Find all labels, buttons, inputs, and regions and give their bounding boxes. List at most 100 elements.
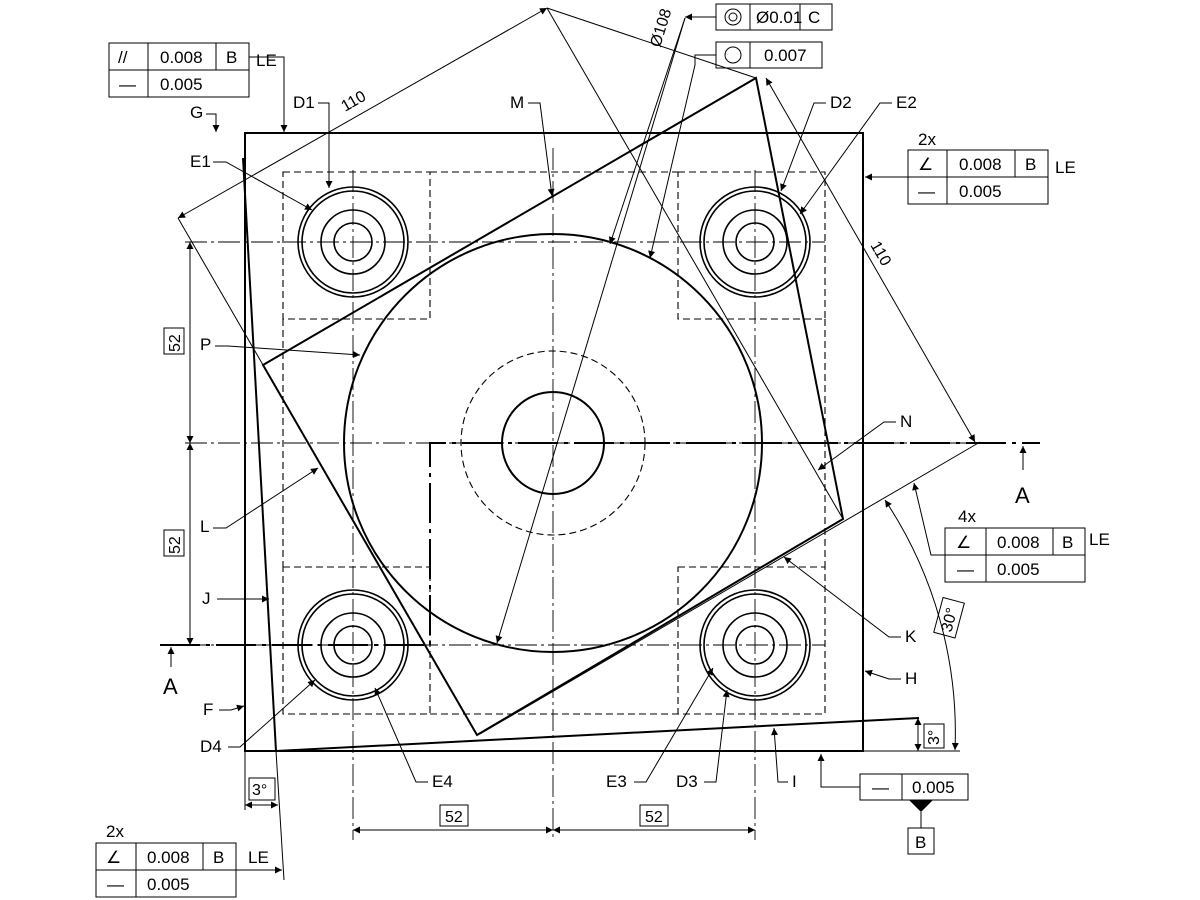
- fcf-bottom-left-tol1: 0.008: [147, 848, 190, 867]
- fcf-upper-left-mod: LE: [256, 51, 277, 70]
- leader-e2: [799, 102, 892, 215]
- section-label-left: A: [163, 674, 178, 699]
- dim-diameter-108: Ø108: [648, 7, 676, 49]
- fcf-bottom-flatness-tol: 0.005: [912, 778, 955, 797]
- fcf-upper-right-tol2: 0.005: [959, 182, 1002, 201]
- fcf-bottom-left-tol2: 0.005: [147, 875, 190, 894]
- angle-3-right: 3°: [926, 730, 943, 745]
- fcf-upper-left-sym1: //: [118, 48, 128, 67]
- leader-bottom-flatness: [817, 754, 860, 788]
- dim-line-110-left: [177, 7, 548, 219]
- rotated-square-top-ext: [546, 7, 757, 79]
- label-e1: E1: [190, 152, 211, 171]
- leader-d4: [228, 679, 316, 748]
- leader-e4: [374, 687, 428, 783]
- dim-horiz-right: 52: [645, 809, 663, 826]
- fcf-bottom-flatness-sym: —: [872, 778, 889, 797]
- leader-h: [864, 669, 901, 680]
- label-k: K: [905, 627, 917, 646]
- leader-d1: [318, 102, 333, 188]
- fcf-bottom-left-mod: LE: [248, 848, 269, 867]
- tilted-edge-left-ext: [275, 750, 285, 881]
- fcf-upper-right-count: 2x: [918, 130, 936, 149]
- pocket-bottom-right: [677, 566, 826, 715]
- pocket-top-left: [282, 171, 431, 320]
- leader-d2: [780, 102, 826, 192]
- angle-arc-30: [884, 499, 959, 751]
- fcf-mid-right-tol2: 0.005: [997, 560, 1040, 579]
- leader-e3: [634, 667, 714, 783]
- leader-n: [817, 421, 896, 471]
- angle-box-3-bottom: [248, 777, 276, 801]
- fcf-mid-right: 4x ∠ 0.008 B — 0.005 LE: [944, 507, 1110, 583]
- datum-b: B: [907, 800, 935, 855]
- hole-bottom-right: [699, 589, 811, 701]
- angle-30: 30°: [939, 606, 962, 634]
- fcf-upper-left-tol2: 0.005: [160, 75, 203, 94]
- section-line: [160, 442, 1040, 646]
- fcf-upper-left-sym2: —: [119, 75, 136, 94]
- leader-circularity: [648, 54, 716, 259]
- label-n: N: [900, 412, 912, 431]
- leader-mid-right: [912, 482, 945, 556]
- label-e4: E4: [432, 772, 453, 791]
- leader-i: [771, 727, 788, 783]
- fcf-mid-right-mod: LE: [1089, 530, 1110, 549]
- label-d2: D2: [830, 93, 852, 112]
- label-l: L: [200, 517, 209, 536]
- fcf-bottom-flatness: — 0.005: [859, 773, 969, 801]
- leader-e1: [213, 161, 313, 211]
- fcf-upper-right-mod: LE: [1055, 158, 1076, 177]
- fcf-upper-right-tol1: 0.008: [959, 155, 1002, 174]
- pocket-bottom-left: [282, 566, 431, 715]
- leader-d3: [704, 689, 730, 783]
- angle-box-3-right: 3°: [923, 723, 945, 749]
- label-f: F: [203, 700, 213, 719]
- fcf-bottom-left-datum: B: [213, 848, 224, 867]
- fcf-bottom-left-sym2: —: [107, 875, 124, 894]
- fcf-mid-right-count: 4x: [958, 507, 976, 526]
- dim-box-horiz-left: [439, 804, 469, 827]
- fcf-upper-left-tol1: 0.008: [160, 48, 203, 67]
- leader-k: [783, 556, 901, 638]
- fcf-concentricity-datum: C: [808, 8, 820, 27]
- section-label-right: A: [1015, 483, 1030, 508]
- fcf-bottom-left: 2x ∠ 0.008 B — 0.005 LE: [95, 822, 269, 898]
- label-i: I: [792, 772, 797, 791]
- angle-3-bottom: 3°: [252, 782, 267, 799]
- leader-upper-left: [249, 56, 288, 132]
- fcf-upper-left: // 0.008 B — 0.005 LE: [108, 42, 277, 98]
- datum-b-letter: B: [915, 833, 926, 852]
- fcf-bottom-left-sym1: ∠: [106, 848, 121, 867]
- fcf-upper-right-sym1: ∠: [918, 155, 933, 174]
- label-d1: D1: [293, 93, 315, 112]
- dim-horiz-left: 52: [445, 809, 463, 826]
- fcf-upper-right-sym2: —: [918, 182, 935, 201]
- fcf-mid-right-sym2: —: [957, 560, 974, 579]
- dim-line-108b: [608, 17, 686, 245]
- dim-110-right: 110: [867, 239, 895, 270]
- fcf-mid-right-tol1: 0.008: [997, 533, 1040, 552]
- angle-box-30: 30°: [933, 596, 965, 639]
- dim-vert-lower: 52: [167, 536, 184, 554]
- dim-box-vert-lower: [163, 529, 185, 557]
- label-e2: E2: [896, 93, 917, 112]
- tilted-edge-left: [242, 157, 277, 752]
- label-g: G: [190, 103, 203, 122]
- fcf-circularity: 0.007: [715, 41, 823, 69]
- fcf-upper-right: 2x ∠ 0.008 B — 0.005 LE: [907, 130, 1076, 205]
- fcf-circularity-tol: 0.007: [764, 46, 807, 65]
- label-e3: E3: [606, 772, 627, 791]
- label-d3: D3: [676, 772, 698, 791]
- tilted-edge-bottom: [275, 717, 920, 752]
- label-j: J: [202, 589, 211, 608]
- fcf-bottom-left-count: 2x: [106, 822, 124, 841]
- label-h: H: [905, 669, 917, 688]
- label-m: M: [510, 93, 524, 112]
- label-p: P: [200, 335, 211, 354]
- fcf-concentricity-tol: Ø0.01: [756, 8, 802, 27]
- leader-p: [215, 345, 361, 359]
- dim-line-108: [495, 17, 686, 644]
